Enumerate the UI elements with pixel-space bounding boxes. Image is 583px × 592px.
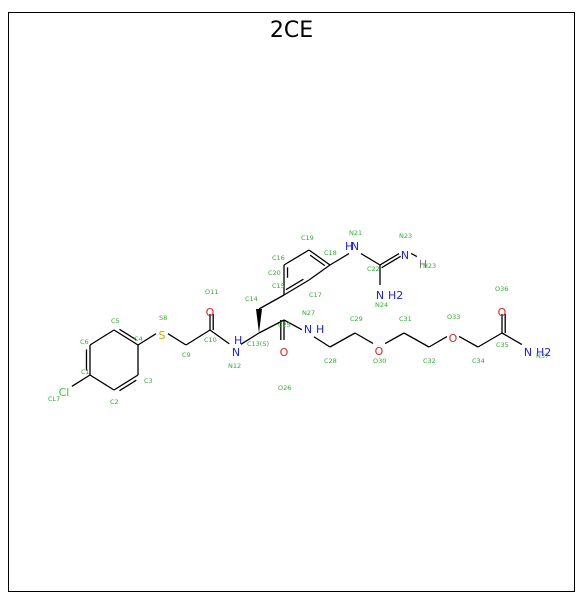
atom-index-c14: C14 (245, 295, 258, 303)
bond-c4-c5 (113, 329, 139, 346)
molecule-frame (8, 12, 575, 592)
atom-index-c22: C22 (367, 265, 380, 273)
bond-c4-s8 (137, 333, 157, 346)
atom-symbol-h23: H (419, 258, 427, 271)
bond-c35-n37 (501, 332, 523, 346)
atom-hydrogens-n27: H (316, 323, 324, 336)
bond-c13-c14 (256, 309, 262, 333)
atom-index-c4: C4 (134, 335, 143, 343)
atom-index-c28: C28 (324, 357, 337, 365)
atom-hydrogens-n21: H (345, 240, 353, 253)
bond-c2-c3-inner (119, 379, 137, 392)
atom-index-c10: C10 (204, 336, 217, 344)
bond-c18-n21 (329, 253, 350, 266)
atom-index-c15: C15 (272, 282, 285, 290)
atom-index-cl7: CL7 (48, 395, 60, 403)
atom-symbol-n12: N (232, 346, 240, 359)
atom-index-n27: N27 (302, 309, 315, 317)
atom-index-c9: C9 (182, 351, 191, 359)
bond-c29-o30 (354, 332, 374, 345)
atom-index-c31: C31 (399, 315, 412, 323)
atom-index-c5: C5 (111, 317, 120, 325)
atom-symbol-cl7: Cl (59, 386, 70, 399)
bond-c25-n27 (283, 319, 303, 331)
bond-c13-c25 (258, 319, 285, 334)
atom-index-o11: O11 (205, 288, 218, 296)
bond-c19-c18 (308, 249, 331, 266)
atom-index-n37: N37 (536, 352, 549, 360)
bond-c17-c15 (283, 279, 310, 296)
atom-index-c16: C16 (272, 254, 285, 262)
atom-hydrogens-n37: H2 (536, 346, 551, 359)
atom-hydrogens-n24: H2 (388, 289, 403, 302)
bond-c19-c18-inner (309, 254, 326, 267)
bond-c16-c19 (283, 249, 310, 266)
atom-index-n23: N23 (399, 232, 412, 240)
bond-c32-o33 (428, 335, 448, 348)
atom-symbol-o36: O (498, 306, 507, 319)
atom-index-c29: C29 (350, 315, 363, 323)
atom-symbol-s8: S (159, 329, 166, 342)
bond-n23-h23 (410, 252, 418, 258)
atom-index-c25: C25 (278, 321, 291, 329)
molecule-title: 2CE (269, 18, 314, 43)
atom-index-c18: C18 (324, 249, 337, 257)
atom-index-h23: H23 (423, 262, 436, 270)
bond-c4-c5-inner (119, 328, 137, 341)
atom-index-o30: O30 (373, 357, 386, 365)
bond-c9-c10 (185, 329, 211, 346)
bond-c18-c17 (308, 264, 331, 281)
atom-symbol-o26: O (280, 346, 289, 359)
atom-index-c3: C3 (144, 377, 153, 385)
bond-c10-n12 (209, 329, 230, 345)
atom-symbol-o11: O (206, 306, 215, 319)
bond-c34-c35 (477, 332, 503, 348)
atom-index-s8: S8 (159, 314, 167, 322)
atom-index-n24: N24 (375, 301, 388, 309)
atom-index-c1: C1 (81, 368, 90, 376)
bond-c2-c3 (113, 374, 139, 391)
atom-symbol-n37: N (524, 346, 532, 359)
atom-index-o33: O33 (447, 313, 460, 321)
bond-c31-c32 (403, 332, 430, 348)
atom-index-c17: C17 (309, 291, 322, 299)
atom-index-c20: C20 (268, 269, 281, 277)
atom-symbol-n27: N (304, 323, 312, 336)
atom-index-c34: C34 (472, 357, 485, 365)
atom-symbol-n23: N (401, 249, 409, 262)
atom-index-c13: C13(S) (247, 340, 269, 348)
atom-index-c32: C32 (423, 357, 436, 365)
bond-n21-c22 (360, 253, 381, 266)
atom-index-n12: N12 (228, 362, 241, 370)
bond-c22-n23 (379, 253, 400, 266)
bond-o33-c34 (458, 335, 479, 348)
atom-hydrogens-n12: H (234, 334, 242, 347)
bond-o30-c31 (384, 332, 405, 345)
atom-symbol-o33: O (449, 332, 458, 345)
bond-c5-c6 (89, 329, 115, 346)
atom-index-c19: C19 (301, 234, 314, 242)
bond-s8-c9 (167, 333, 187, 346)
atom-index-c6: C6 (80, 338, 89, 346)
bond-layer (71, 249, 523, 392)
atom-symbol-n21: N (351, 240, 359, 253)
atom-index-o26: O26 (278, 384, 291, 392)
bond-c1-c2 (89, 374, 115, 391)
atom-index-c2: C2 (110, 398, 119, 406)
atom-index-n21: N21 (349, 229, 362, 237)
bond-n12-c13 (240, 332, 260, 345)
bond-n27-c28 (313, 336, 331, 348)
atom-symbol-o30: O (375, 345, 384, 358)
atom-index-o36: O36 (495, 285, 508, 293)
bond-c17-c15-inner (285, 278, 304, 291)
bond-c14-c15 (258, 294, 285, 310)
bond-c22-n23-second (381, 255, 401, 269)
atom-index-c35: C35 (496, 341, 509, 349)
bond-c1-cl7 (71, 374, 91, 387)
bond-c28-c29 (329, 332, 356, 348)
atom-symbol-n24: N (376, 289, 384, 302)
